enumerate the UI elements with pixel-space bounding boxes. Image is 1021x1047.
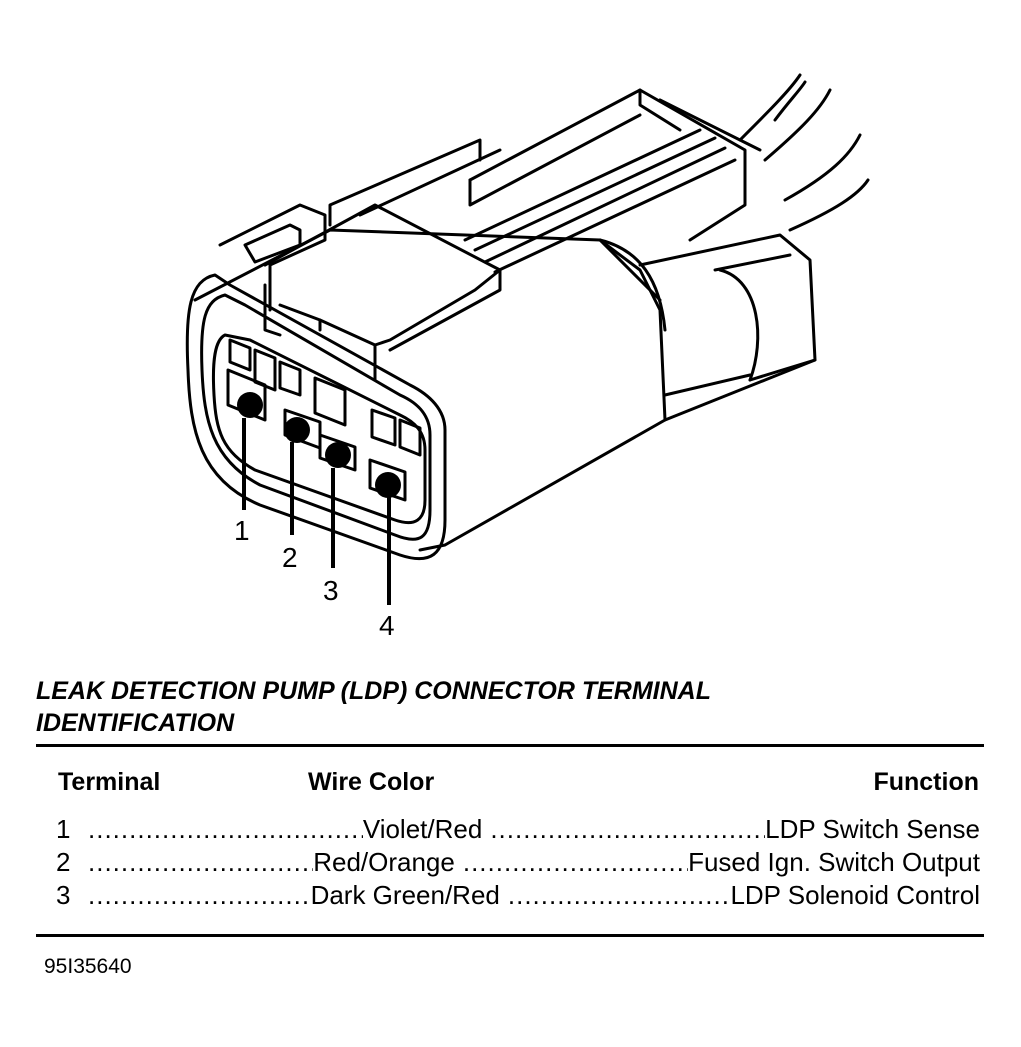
leader-dots — [80, 814, 363, 845]
latch — [218, 203, 502, 382]
rear-housing — [328, 88, 762, 274]
connector-diagram: 1 2 3 4 — [185, 73, 870, 641]
terminal-number: 3 — [56, 880, 71, 910]
leader-dots — [455, 847, 688, 878]
leader-dots — [80, 880, 311, 911]
pin-1-dot — [237, 392, 263, 418]
leader-dots — [80, 847, 313, 878]
terminal-function: Fused Ign. Switch Output — [688, 847, 980, 877]
table-row: 2 Red/Orange Fused Ign. Switch Output — [56, 847, 980, 879]
leader-lines — [242, 418, 391, 605]
pin-3-dot — [325, 442, 351, 468]
title-line-1: LEAK DETECTION PUMP (LDP) CONNECTOR TERM… — [36, 677, 711, 705]
terminal-function: LDP Solenoid Control — [730, 880, 981, 910]
header-wire-color: Wire Color — [308, 768, 435, 796]
terminal-number: 1 — [56, 814, 71, 844]
top-divider — [36, 744, 984, 747]
terminal-function: LDP Switch Sense — [765, 814, 981, 844]
pin-4-dot — [375, 472, 401, 498]
figure-code: 95I35640 — [44, 955, 132, 978]
figure-title: LEAK DETECTION PUMP (LDP) CONNECTOR TERM… — [36, 675, 936, 739]
wire-color: Dark Green/Red — [310, 880, 500, 910]
header-function: Function — [873, 768, 979, 796]
pin-label-1: 1 — [234, 515, 250, 546]
terminal-pins — [237, 392, 401, 498]
pin-label-4: 4 — [379, 610, 395, 641]
bottom-divider — [36, 934, 984, 937]
connector-body — [193, 228, 817, 552]
wire-color: Violet/Red — [362, 814, 483, 844]
title-line-2: IDENTIFICATION — [36, 709, 235, 737]
terminal-number: 2 — [56, 847, 71, 877]
table-row: 1 Violet/Red LDP Switch Sense — [56, 814, 980, 846]
pin-2-dot — [284, 417, 310, 443]
leader-dots — [482, 814, 765, 845]
connector-face — [185, 273, 447, 561]
pin-label-3: 3 — [323, 575, 339, 606]
wire-color: Red/Orange — [313, 847, 455, 877]
leader-dots — [500, 880, 731, 911]
pin-label-2: 2 — [282, 542, 298, 573]
header-terminal: Terminal — [58, 768, 161, 796]
table-row: 3 Dark Green/Red LDP Solenoid Control — [56, 880, 980, 912]
wire-bundle — [738, 73, 870, 232]
